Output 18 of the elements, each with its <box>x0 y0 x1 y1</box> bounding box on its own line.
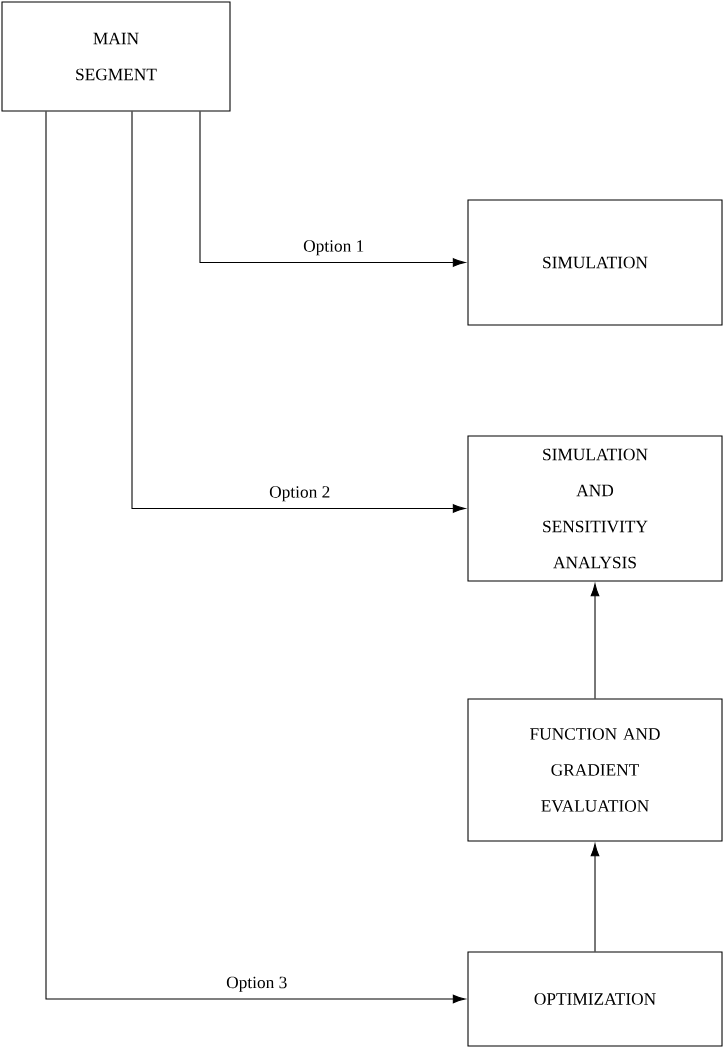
arrow <box>590 843 600 952</box>
box-text: MAIN SEGMENT <box>76 32 157 81</box>
box-text: SIMULATION <box>543 256 648 269</box>
arrow <box>131 111 466 513</box>
box <box>467 199 723 326</box>
edge-label: Option 3 <box>226 976 287 992</box>
edge-label: Option 1 <box>303 240 364 256</box>
box <box>467 951 723 1047</box>
arrow <box>590 583 600 699</box>
edge-label: Option 2 <box>269 486 330 502</box>
box-text: SIMULATION AND SENSITIVITY ANALYSIS <box>543 448 648 569</box>
box-text: FUNCTION AND GRADIENT EVALUATION <box>530 728 660 812</box>
arrow <box>45 111 466 1004</box>
box-text: OPTIMIZATION <box>534 993 656 1005</box>
box <box>467 698 723 842</box>
box <box>1 1 231 112</box>
arrow <box>199 111 466 267</box>
box <box>467 435 723 582</box>
